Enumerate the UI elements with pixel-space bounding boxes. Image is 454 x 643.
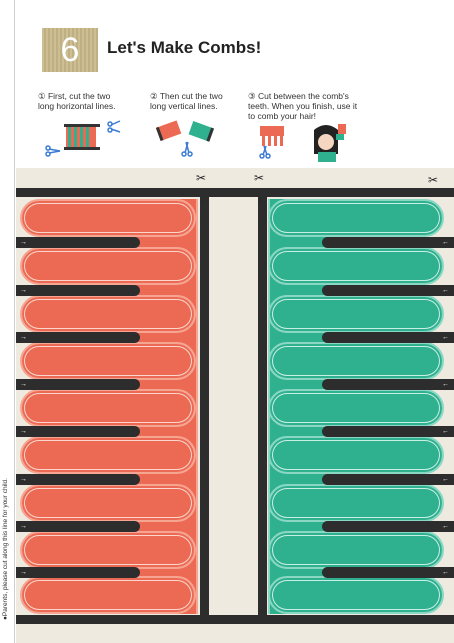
red-comb-tooth-cut-line[interactable]: [16, 379, 140, 390]
red-comb-tooth-cut-line[interactable]: [16, 567, 140, 578]
page-edge-cut-line: [14, 0, 15, 643]
scissors-icon: ✂: [254, 171, 265, 185]
green-comb-tooth: [268, 247, 444, 285]
green-comb-tooth-cut-line[interactable]: [322, 521, 454, 532]
green-comb-tooth-cut-line[interactable]: [322, 567, 454, 578]
red-comb-tooth: [20, 389, 196, 427]
green-comb-tooth: [268, 484, 444, 522]
green-comb-tooth: [268, 295, 444, 333]
green-comb-tooth-cut-line[interactable]: [322, 237, 454, 248]
red-comb-tooth-cut-line[interactable]: [16, 474, 140, 485]
red-comb-tooth: [20, 342, 196, 380]
green-comb-tooth: [268, 342, 444, 380]
top-horizontal-cut-line[interactable]: [16, 188, 454, 197]
right-vertical-cut-line[interactable]: [258, 188, 267, 624]
red-comb-tooth: [20, 199, 196, 237]
red-comb-tooth: [20, 436, 196, 474]
arrow-right-icon: →: [20, 239, 27, 246]
green-comb-tooth-cut-line[interactable]: [322, 379, 454, 390]
activity-number-badge: 6: [42, 28, 98, 72]
arrow-left-icon: ←: [442, 334, 449, 341]
arrow-left-icon: ←: [442, 287, 449, 294]
green-comb-tooth-cut-line[interactable]: [322, 474, 454, 485]
step-3-illustration: [259, 124, 346, 162]
green-comb-tooth: [268, 389, 444, 427]
arrow-right-icon: →: [20, 476, 27, 483]
parent-cut-note: ●Parents, please cut along this line for…: [2, 478, 9, 620]
girl-combing-hair-icon: [314, 124, 346, 162]
arrow-down-icon: ↓: [201, 198, 205, 205]
scissors-icon: [107, 120, 121, 133]
arrow-left-icon: ←: [442, 476, 449, 483]
arrow-right-icon: →: [20, 381, 27, 388]
red-comb-tooth: [20, 295, 196, 333]
green-comb-tooth: [268, 199, 444, 237]
arrow-left-icon: ←: [442, 239, 449, 246]
green-comb-tooth-cut-line[interactable]: [322, 426, 454, 437]
arrow-left-icon: ←: [442, 523, 449, 530]
arrow-right-icon: →: [20, 569, 27, 576]
step-1-illustration: [45, 120, 121, 157]
arrow-right-icon: →: [20, 428, 27, 435]
arrow-right-icon: →: [20, 334, 27, 341]
page-title: Let's Make Combs!: [107, 38, 262, 57]
red-comb-tooth-cut-line[interactable]: [16, 237, 140, 248]
green-comb-tooth-cut-line[interactable]: [322, 285, 454, 296]
arrow-right-icon: →: [20, 287, 27, 294]
bottom-horizontal-cut-line[interactable]: [16, 615, 454, 624]
step-1-instruction: ① First, cut the two long horizontal lin…: [38, 91, 116, 111]
green-comb-tooth: [268, 576, 444, 614]
step-2-illustration: [155, 120, 215, 157]
scissors-icon: ✂: [428, 173, 439, 187]
step-3-instruction: ③ Cut between the comb's teeth. When you…: [248, 91, 358, 121]
scissors-icon: [45, 145, 61, 157]
red-comb-tooth-cut-line[interactable]: [16, 285, 140, 296]
green-comb-tooth-cut-line[interactable]: [322, 332, 454, 343]
step-2-instruction: ② Then cut the two long vertical lines.: [150, 91, 223, 111]
red-comb-tooth: [20, 531, 196, 569]
red-comb-tooth: [20, 576, 196, 614]
activity-number: 6: [60, 30, 80, 69]
left-vertical-cut-line[interactable]: [200, 188, 209, 624]
green-comb-tooth: [268, 436, 444, 474]
red-comb-tooth-cut-line[interactable]: [16, 332, 140, 343]
comb-cutout-sheet: ✂ ✂ ✂ ↓ ↓ → → → → → → → →: [16, 168, 454, 643]
arrow-down-icon: ↓: [259, 198, 263, 205]
arrow-left-icon: ←: [442, 569, 449, 576]
scissors-icon: [259, 145, 271, 159]
red-comb-tooth-cut-line[interactable]: [16, 521, 140, 532]
arrow-left-icon: ←: [442, 428, 449, 435]
red-comb-tooth-cut-line[interactable]: [16, 426, 140, 437]
scissors-icon: [181, 141, 193, 157]
arrow-right-icon: →: [20, 523, 27, 530]
red-comb-tooth: [20, 247, 196, 285]
scissors-icon: ✂: [196, 171, 207, 185]
red-comb-tooth: [20, 484, 196, 522]
arrow-left-icon: ←: [442, 381, 449, 388]
green-comb-tooth: [268, 531, 444, 569]
